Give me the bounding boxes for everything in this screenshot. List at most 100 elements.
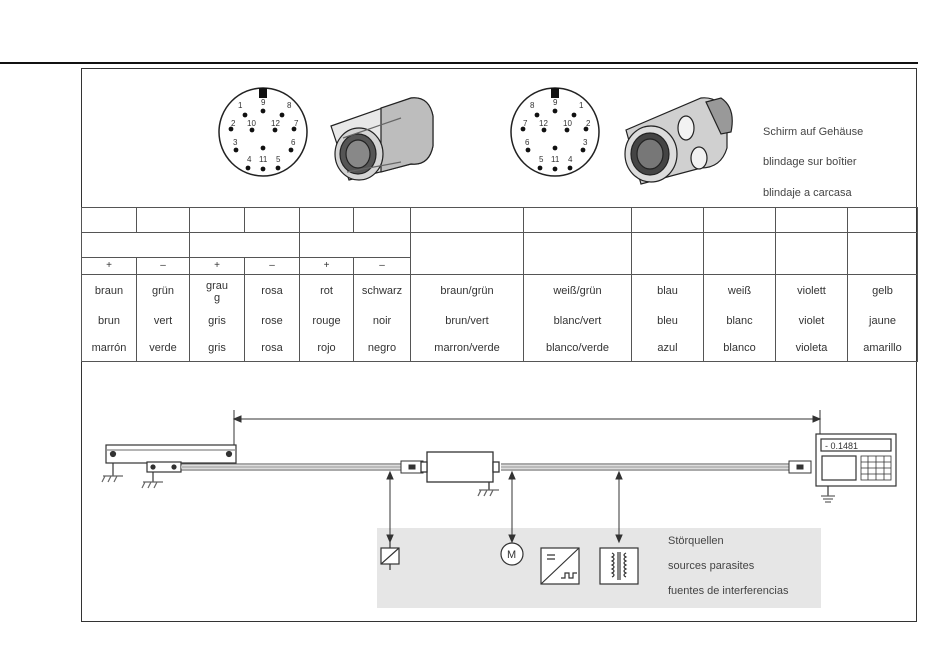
pin-label: 10 <box>563 119 572 128</box>
pin-label: 8 <box>287 101 292 110</box>
pin-label: 11 <box>259 155 268 164</box>
pin-label: 10 <box>247 119 256 128</box>
pin-label: 1 <box>579 101 584 110</box>
sign-cell: + <box>299 257 354 275</box>
table-cell: violet <box>775 307 848 334</box>
table-cell: blanco <box>703 334 776 362</box>
table-cell: brun <box>81 307 137 334</box>
wiring-diagram: - 0.1481 M <box>101 410 897 608</box>
table-cell: azul <box>631 334 704 362</box>
right-connector-illustration <box>624 97 733 185</box>
table-cell: amarillo <box>847 334 918 362</box>
table-cell: gris <box>189 334 245 362</box>
table-cell <box>136 207 190 233</box>
table-row <box>81 207 918 233</box>
top-rule <box>0 62 918 64</box>
table-cell: gris <box>189 307 245 334</box>
pin-label: 3 <box>583 138 588 147</box>
table-cell <box>703 207 776 233</box>
table-cell: braun <box>81 274 137 307</box>
pin-label: 4 <box>568 155 573 164</box>
table-cell <box>523 232 632 275</box>
table-cell <box>81 207 137 233</box>
pin-label: 9 <box>553 98 558 107</box>
table-cell <box>244 207 300 233</box>
pin-label: 3 <box>233 138 238 147</box>
table-cell: rosa <box>244 274 300 307</box>
table-cell: brun/vert <box>410 307 524 334</box>
table-cell: rose <box>244 307 300 334</box>
left-connector-illustration <box>330 97 434 181</box>
table-cell: marron/verde <box>410 334 524 362</box>
table-cell: braun/grün <box>410 274 524 307</box>
motor-icon: M <box>500 542 524 566</box>
sign-cell: – <box>136 257 190 275</box>
table-cell <box>299 232 411 258</box>
motor-label: M <box>507 549 516 561</box>
table-cell <box>703 232 776 275</box>
left-pin-face: 1 9 8 2 10 12 7 3 6 4 11 5 <box>218 87 308 177</box>
table-cell <box>775 207 848 233</box>
sign-cell: – <box>353 257 411 275</box>
cable-run <box>181 463 789 471</box>
table-cell <box>81 232 190 258</box>
table-cell: weiß <box>703 274 776 307</box>
interference-label-de: Störquellen <box>668 535 724 547</box>
position-display-unit: - 0.1481 <box>815 433 897 503</box>
pin-label: 12 <box>271 119 280 128</box>
shield-note-es: blindaje a carcasa <box>763 187 853 199</box>
pin-label: 6 <box>525 138 530 147</box>
sign-cell: + <box>81 257 137 275</box>
pin-label: 7 <box>294 119 299 128</box>
table-cell <box>410 232 524 275</box>
pin-label: 5 <box>276 155 281 164</box>
table-cell: verde <box>136 334 190 362</box>
table-cell <box>353 207 411 233</box>
pin-label: 9 <box>261 98 266 107</box>
interference-label-fr: sources parasites <box>668 560 755 572</box>
pin-label: 12 <box>539 119 548 128</box>
pin-label: 5 <box>539 155 544 164</box>
table-row: + – + – + – <box>81 257 918 275</box>
pin-label: 2 <box>586 119 591 128</box>
table-cell: gelb <box>847 274 918 307</box>
sign-cell: – <box>244 257 300 275</box>
table-cell <box>847 207 918 233</box>
table-cell <box>631 232 704 275</box>
connector-section: 1 9 8 2 10 12 7 3 6 4 11 5 <box>218 87 863 199</box>
table-cell: negro <box>353 334 411 362</box>
table-cell <box>523 207 632 233</box>
table-cell: blanc <box>703 307 776 334</box>
scanning-head <box>141 461 182 489</box>
pin-label: 2 <box>231 119 236 128</box>
table-cell: schwarz <box>353 274 411 307</box>
table-cell <box>189 232 300 258</box>
table-cell: marrón <box>81 334 137 362</box>
table-cell <box>189 207 245 233</box>
display-readout: - 0.1481 <box>825 441 858 451</box>
table-cell: blau <box>631 274 704 307</box>
pin-label: 7 <box>523 119 528 128</box>
pin-label: 1 <box>238 101 243 110</box>
interference-arrows <box>386 470 623 544</box>
table-cell: violeta <box>775 334 848 362</box>
interference-label-es: fuentes de interferencias <box>668 585 789 597</box>
table-cell: bleu <box>631 307 704 334</box>
table-cell <box>410 207 524 233</box>
table-cell: noir <box>353 307 411 334</box>
table-row <box>81 232 918 275</box>
table-cell: blanco/verde <box>523 334 632 362</box>
pin-label: 8 <box>530 101 535 110</box>
table-cell: rosa <box>244 334 300 362</box>
interface-electronics <box>420 451 500 497</box>
shield-note-fr: blindage sur boîtier <box>763 156 857 168</box>
table-cell <box>631 207 704 233</box>
sign-cell: + <box>189 257 245 275</box>
pin-label: 6 <box>291 138 296 147</box>
table-cell: grün <box>136 274 190 307</box>
pin-label: 11 <box>551 155 560 164</box>
